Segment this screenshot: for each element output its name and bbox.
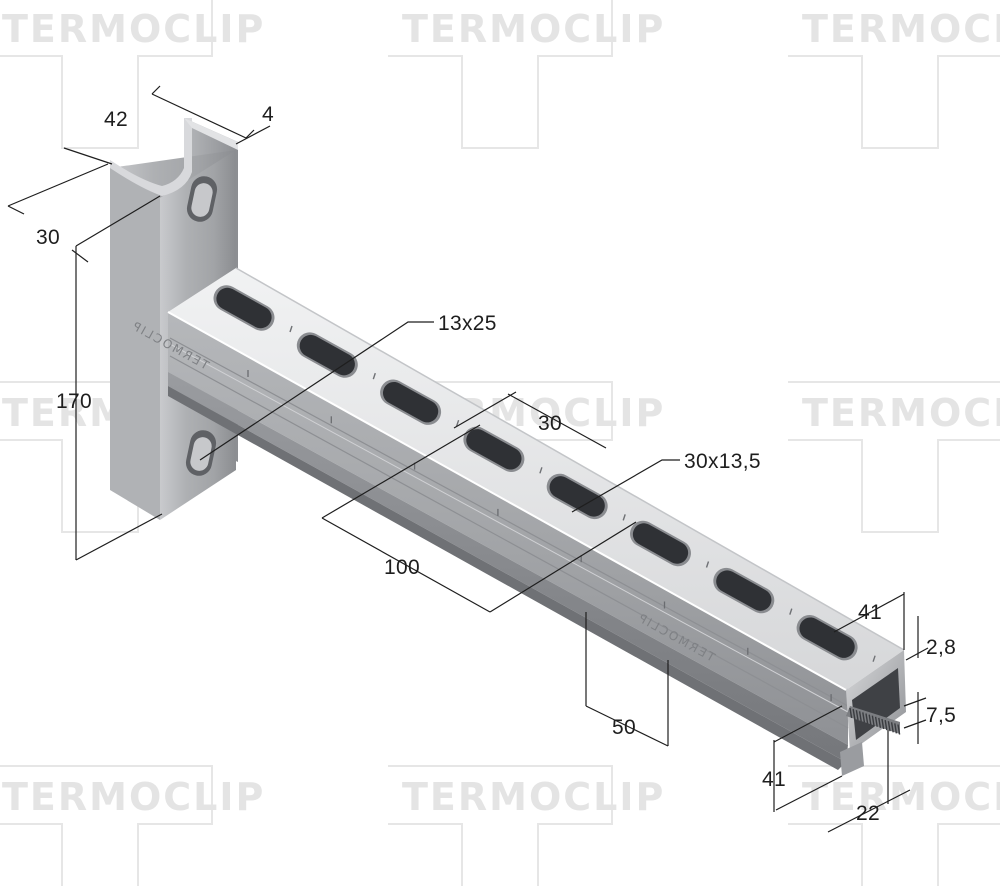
slot-hole xyxy=(216,287,272,329)
dim-channel-width: 41 xyxy=(858,601,882,624)
watermark-tile: TERMOCLIP xyxy=(788,7,1000,149)
channel-slot xyxy=(380,379,442,425)
watermark-tile: TERMOCLIP xyxy=(0,765,265,886)
watermark-outline xyxy=(388,0,613,149)
top-mark xyxy=(289,325,293,333)
dim-wall-thickness: 4 xyxy=(262,103,274,126)
channel-slots xyxy=(213,285,858,661)
slot-hole xyxy=(632,523,689,564)
watermark-outline xyxy=(0,0,213,149)
dimension-labels: 42 4 30 170 13x25 30 30x13,5 100 50 41 2… xyxy=(36,103,956,825)
serrated-lip xyxy=(846,706,901,735)
dim-channel-height: 41 xyxy=(762,768,786,791)
slot-hole xyxy=(466,429,522,470)
watermark-text: TERMOCLIP xyxy=(802,775,1000,819)
watermark-text: TERMOCLIP xyxy=(402,775,665,819)
watermark-text: TERMOCLIP xyxy=(2,7,265,51)
channel-slot xyxy=(546,473,608,520)
watermark-tile: TERMOCLIP xyxy=(388,0,665,149)
watermark-tile: TERMOCLIP xyxy=(788,381,1000,533)
dim-upright-depth: 30 xyxy=(36,226,60,249)
upright-slot-top xyxy=(186,176,218,222)
dimension-lines xyxy=(7,85,929,833)
channel-arm: TERMOCLIP TERMOCLIP xyxy=(129,267,906,776)
watermark-tile: TERMOCLIP xyxy=(0,0,265,149)
watermark-outline xyxy=(0,765,213,886)
slot-hole xyxy=(799,617,855,658)
slot-hole xyxy=(716,570,772,611)
watermark-outline xyxy=(788,381,1000,533)
slot-hole xyxy=(382,381,439,423)
watermark-text: TERMOCLIP xyxy=(802,391,1000,435)
dim-upright-width: 42 xyxy=(104,108,128,131)
channel-slot xyxy=(213,285,275,331)
slot-hole xyxy=(299,334,355,376)
top-mark xyxy=(872,655,876,662)
dim-lip-height: 7,5 xyxy=(926,704,956,727)
channel-slot xyxy=(796,615,858,661)
slot-hole xyxy=(549,476,605,517)
channel-slot xyxy=(463,426,525,472)
dim-mark-pitch: 50 xyxy=(612,716,636,739)
top-pitch-marks xyxy=(289,325,876,662)
watermark-text: TERMOCLIP xyxy=(402,7,665,51)
dim-slot-pitch: 30 xyxy=(538,412,562,435)
watermark-text: TERMOCLIP xyxy=(802,7,1000,51)
channel-slot xyxy=(713,567,775,614)
channel-slot xyxy=(296,332,358,378)
dim-upright-height: 170 xyxy=(56,390,92,413)
dim-first-slot-offset: 100 xyxy=(384,556,420,579)
top-mark xyxy=(622,514,626,521)
upright-slot-bottom xyxy=(185,430,217,476)
watermark-tile: TERMOCLIP xyxy=(388,765,665,886)
watermark-text: TERMOCLIP xyxy=(2,775,265,819)
dim-slot-size: 30x13,5 xyxy=(684,450,761,473)
dim-material-thickness: 2,8 xyxy=(926,636,956,659)
top-mark xyxy=(789,608,793,615)
top-mark xyxy=(705,561,710,568)
channel-slot xyxy=(630,520,691,567)
watermark-tile: TERMOCLIP xyxy=(788,765,1000,886)
watermark-outline xyxy=(388,765,613,886)
watermark-outline xyxy=(788,765,1000,886)
top-mark xyxy=(455,419,460,427)
dim-channel-opening: 22 xyxy=(856,802,880,825)
top-mark xyxy=(372,372,376,380)
dim-upright-hole: 13x25 xyxy=(438,312,497,335)
top-mark xyxy=(539,467,543,474)
watermark-outline xyxy=(788,55,1000,149)
